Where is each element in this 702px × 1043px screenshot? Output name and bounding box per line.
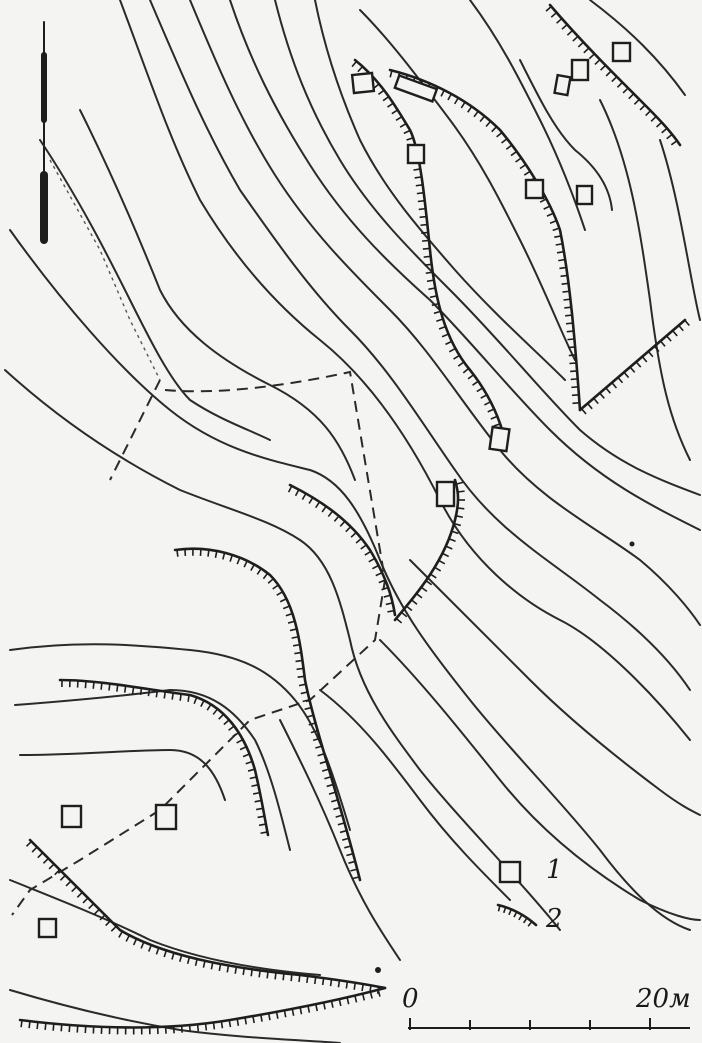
pit-marker (488, 425, 511, 453)
scarp-hatching (61, 680, 268, 835)
survey-boundary (11, 159, 387, 916)
pit-marker (553, 73, 572, 97)
pit-marker (350, 71, 376, 95)
map-legend (496, 860, 538, 927)
scarp-hatching (25, 840, 380, 994)
scarp-hatching (176, 548, 360, 880)
pit-marker (611, 41, 632, 63)
scarp (353, 58, 507, 442)
scarp-hatching (287, 485, 395, 613)
scarp-hatching (395, 481, 466, 624)
scale-bar (408, 1018, 690, 1030)
scale-end-label: 20м (636, 984, 691, 1014)
pit-marker (154, 803, 178, 831)
pit-marker (575, 184, 594, 206)
contour-lines (4, 0, 701, 1043)
pit-marker (406, 143, 426, 165)
legend-scarp-symbol (496, 903, 538, 927)
pit-marker (60, 804, 83, 829)
pit-marker (435, 480, 456, 508)
excavation-pits (37, 41, 632, 939)
scarp (578, 318, 687, 412)
legend-label-scarp: 2 (546, 904, 563, 934)
legend-label-pit: 1 (546, 855, 563, 885)
scarp-hatching (580, 319, 690, 415)
pit-marker (37, 917, 58, 939)
scarp-hatching (545, 5, 678, 146)
scarp-hatching (497, 905, 533, 927)
pit-marker (524, 178, 545, 200)
scarp (28, 838, 387, 990)
pit-marker (570, 58, 590, 82)
scarp-hatching (389, 70, 580, 405)
scarp-hatching (20, 989, 381, 1035)
scarp (393, 478, 460, 622)
legend-pit-symbol (498, 860, 522, 884)
pit-marker (393, 73, 439, 103)
scale-start-label: 0 (402, 984, 419, 1014)
scarp-lines (18, 3, 690, 1035)
